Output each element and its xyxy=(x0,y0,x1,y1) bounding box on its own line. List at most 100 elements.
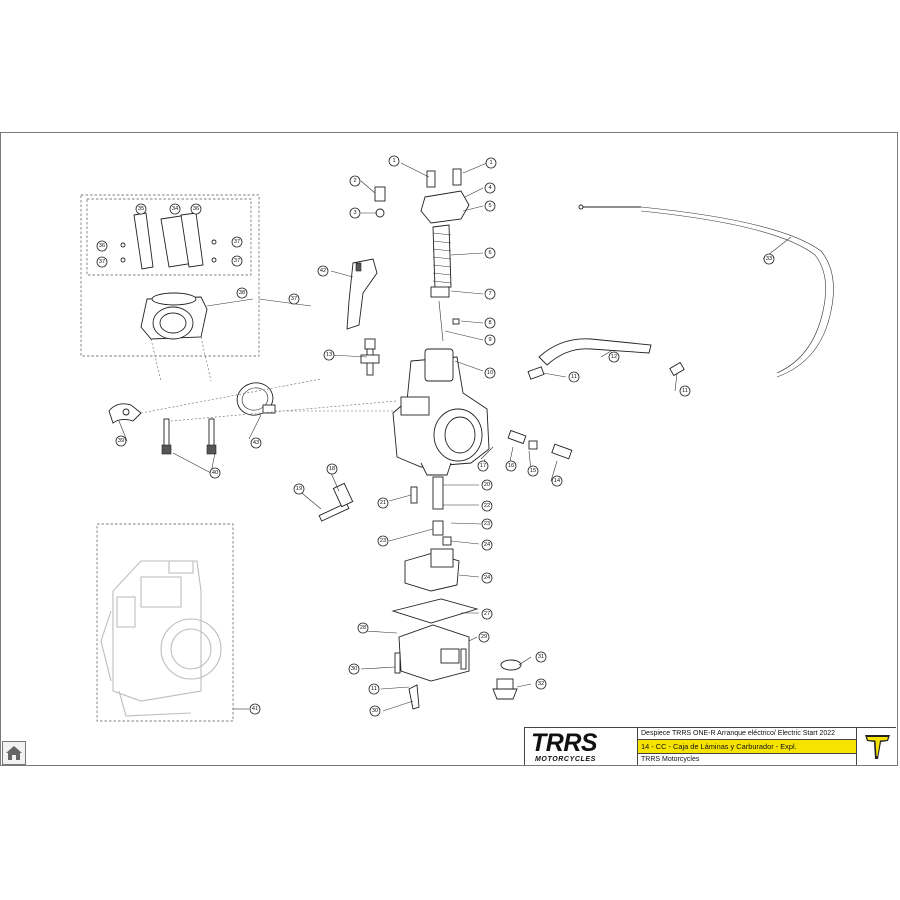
small-fittings xyxy=(480,361,685,460)
callout-19: 19 xyxy=(293,483,305,495)
section-title: 14 - CC - Caja de Láminas y Carburador -… xyxy=(638,740,856,753)
svg-text:42: 42 xyxy=(320,268,326,274)
idle-screw xyxy=(360,338,380,376)
svg-text:40: 40 xyxy=(212,470,218,476)
callout-36a: 35 xyxy=(135,203,147,215)
svg-text:34: 34 xyxy=(172,206,178,212)
carburetor-assembly-box xyxy=(96,523,234,722)
svg-text:17: 17 xyxy=(480,463,486,469)
bowl-screws xyxy=(394,648,467,710)
float xyxy=(404,548,460,592)
callout-35: 34 xyxy=(169,203,181,215)
svg-text:41: 41 xyxy=(252,706,258,712)
callout-27: 24 xyxy=(481,572,493,584)
callout-37a: 36 xyxy=(96,240,108,252)
svg-text:37: 37 xyxy=(99,259,105,265)
bolts xyxy=(161,418,217,455)
callout-11b: 11 xyxy=(679,385,691,397)
svg-text:5: 5 xyxy=(488,203,491,209)
reed-petals xyxy=(120,212,217,270)
top-cap-stack xyxy=(374,168,470,342)
title-info-cell: Despiece TRRS ONE-R Arranque eléctrico/ … xyxy=(638,728,856,765)
callout-6: 6 xyxy=(484,247,496,259)
callout-12: 12 xyxy=(608,351,620,363)
svg-text:28: 28 xyxy=(360,625,366,631)
svg-text:11: 11 xyxy=(371,686,377,692)
svg-text:11: 11 xyxy=(682,388,688,394)
callout-41: 40 xyxy=(209,467,221,479)
svg-text:24: 24 xyxy=(484,575,490,581)
carburetor-assembly-ghost xyxy=(100,560,222,717)
svg-text:19: 19 xyxy=(296,486,302,492)
svg-text:4: 4 xyxy=(488,185,491,191)
carburetor-body xyxy=(392,348,490,476)
leader-lines xyxy=(118,162,792,712)
svg-text:10: 10 xyxy=(487,370,493,376)
svg-text:16: 16 xyxy=(508,463,514,469)
callout-40: 39 xyxy=(115,435,127,447)
callout-7: 7 xyxy=(484,288,496,300)
callout-23b: 23 xyxy=(377,535,389,547)
callout-4: 4 xyxy=(484,182,496,194)
throttle-cable xyxy=(578,204,834,378)
brand-logo-cell: TRRS MOTORCYCLES xyxy=(525,728,638,765)
callout-42: 41 xyxy=(249,703,261,715)
jets xyxy=(318,476,452,546)
svg-text:18: 18 xyxy=(329,466,335,472)
callout-16: 16 xyxy=(505,460,517,472)
callout-30b: 30 xyxy=(348,663,360,675)
home-button[interactable] xyxy=(2,741,26,765)
callout-30a: 29 xyxy=(478,631,490,643)
callout-38: 37 xyxy=(288,293,300,305)
callout-37d: 37 xyxy=(231,255,243,267)
svg-text:7: 7 xyxy=(488,291,491,297)
callout-29: 28 xyxy=(357,622,369,634)
svg-text:36: 36 xyxy=(193,206,199,212)
svg-text:15: 15 xyxy=(530,468,536,474)
choke-lever xyxy=(346,258,378,330)
callout-24b: 24 xyxy=(481,539,493,551)
callout-5: 5 xyxy=(484,200,496,212)
callout-37b: 37 xyxy=(96,256,108,268)
svg-text:11: 11 xyxy=(571,374,577,380)
callout-11a: 11 xyxy=(568,371,580,383)
document-title: Despiece TRRS ONE-R Arranque eléctrico/ … xyxy=(638,728,856,740)
svg-text:37: 37 xyxy=(234,258,240,264)
callout-22: 43 xyxy=(250,437,262,449)
svg-text:TRRS: TRRS xyxy=(531,729,598,757)
svg-text:3: 3 xyxy=(353,210,356,216)
callout-43: 42 xyxy=(317,265,329,277)
title-block: TRRS MOTORCYCLES Despiece TRRS ONE-R Arr… xyxy=(524,727,896,765)
clamp-part xyxy=(108,403,142,424)
svg-text:1: 1 xyxy=(489,160,492,166)
svg-text:14: 14 xyxy=(554,478,560,484)
svg-text:13: 13 xyxy=(326,352,332,358)
svg-text:20: 20 xyxy=(484,482,490,488)
callout-17: 17 xyxy=(477,460,489,472)
reed-valve-detail-box xyxy=(80,194,260,357)
svg-text:38: 38 xyxy=(239,290,245,296)
svg-text:21: 21 xyxy=(380,500,386,506)
svg-text:MOTORCYCLES: MOTORCYCLES xyxy=(535,756,596,763)
callout-39: 38 xyxy=(236,287,248,299)
callout-9: 9 xyxy=(484,334,496,346)
svg-text:6: 6 xyxy=(488,250,491,256)
callout-1a: 1 xyxy=(388,155,400,167)
svg-text:35: 35 xyxy=(138,206,144,212)
exploded-view-diagram: 1 1 2 3 4 5 6 7 8 9 10 11 11 11 12 13 14… xyxy=(80,155,834,722)
callout-18: 18 xyxy=(326,463,338,475)
callout-14: 14 xyxy=(551,475,563,487)
svg-text:36: 36 xyxy=(99,243,105,249)
callout-2: 2 xyxy=(349,175,361,187)
svg-text:8: 8 xyxy=(488,320,491,326)
reed-petals-detail-box xyxy=(86,198,252,276)
svg-text:30: 30 xyxy=(372,708,378,714)
svg-text:29: 29 xyxy=(481,634,487,640)
svg-text:39: 39 xyxy=(118,438,124,444)
svg-text:31: 31 xyxy=(538,654,544,660)
svg-text:27: 27 xyxy=(484,611,490,617)
svg-text:37: 37 xyxy=(234,239,240,245)
callout-20: 20 xyxy=(481,479,493,491)
callout-21: 21 xyxy=(377,497,389,509)
svg-text:33: 33 xyxy=(766,256,772,262)
